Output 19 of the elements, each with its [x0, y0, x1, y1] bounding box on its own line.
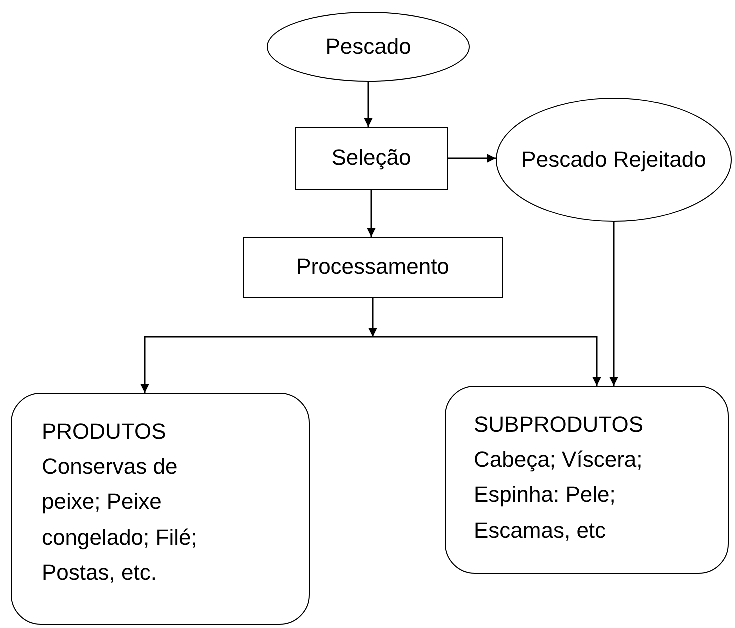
- node-label: Pescado: [326, 32, 412, 61]
- box-text: Cabeça; Víscera; Espinha: Pele; Escamas, etc: [474, 446, 644, 545]
- arrow: [364, 82, 373, 127]
- box-text: Conservas de peixe; Peixe congelado; Filé; Postas, etc.: [42, 453, 198, 587]
- node-label: Seleção: [332, 144, 412, 172]
- arrow: [448, 154, 496, 163]
- box-heading: SUBPRODUTOS: [474, 411, 645, 439]
- arrow: [140, 336, 373, 393]
- arrow: [368, 298, 378, 337]
- node-label: Pescado Rejeitado: [522, 146, 706, 174]
- arrow: [367, 190, 376, 237]
- node-label: Processamento: [296, 253, 450, 282]
- arrow: [373, 336, 602, 386]
- arrow: [610, 222, 618, 386]
- box-heading: PRODUTOS: [42, 418, 168, 446]
- process-box: [295, 127, 448, 190]
- process-box: [243, 237, 503, 298]
- rounded-box: [445, 386, 729, 574]
- rounded-box: [11, 393, 310, 625]
